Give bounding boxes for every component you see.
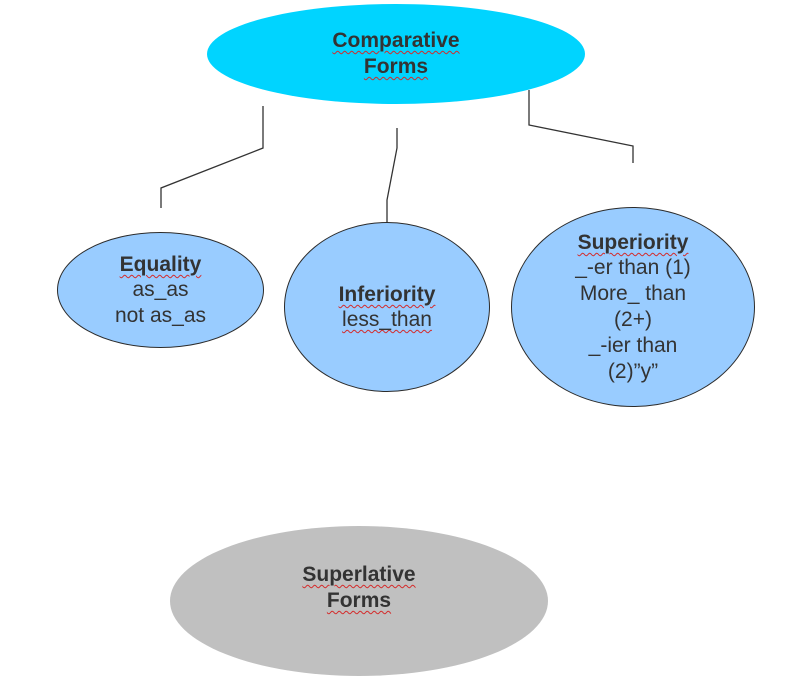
equality-title: Equality: [119, 253, 202, 276]
superiority-line-3: (2+): [614, 308, 652, 331]
inferiority-title: Inferiority: [338, 283, 436, 306]
superlative-forms-node: Superlative Forms: [170, 526, 548, 676]
comparative-title-line-2: Forms: [363, 55, 429, 78]
equality-node: Equality as_as not as_as: [57, 232, 264, 348]
superlative-title-line-2: Forms: [326, 589, 392, 612]
connector-comparative-inferiority: [386, 128, 398, 222]
superiority-line-4: _-ier than: [588, 334, 678, 357]
connector-comparative-superiority: [528, 90, 634, 163]
superiority-line-5: (2)”y”: [607, 360, 659, 383]
superiority-title: Superiority: [577, 231, 689, 254]
inferiority-node: Inferiority less_than: [284, 222, 490, 392]
equality-line-2: not as_as: [114, 304, 207, 327]
inferiority-line-1: less_than: [342, 308, 432, 331]
superiority-line-1: _-er than (1): [575, 256, 691, 279]
connector-comparative-equality: [160, 106, 264, 208]
comparative-title-line-1: Comparative: [332, 29, 460, 52]
superlative-title-line-1: Superlative: [302, 563, 416, 586]
comparative-forms-node: Comparative Forms: [207, 4, 585, 104]
superiority-line-2: More_ than: [579, 282, 687, 305]
superiority-node: Superiority _-er than (1) More_ than (2+…: [511, 207, 755, 407]
equality-line-1: as_as: [132, 278, 189, 301]
connector-lines: [160, 90, 634, 222]
